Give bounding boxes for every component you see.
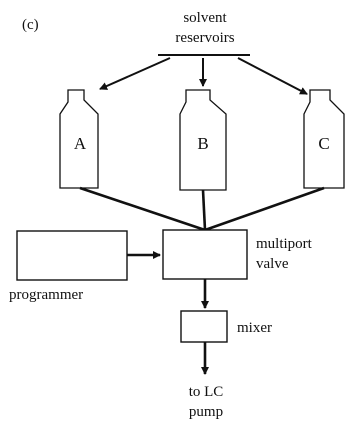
line-bottle-a-to-valve — [79, 186, 206, 232]
bottle-c-shape — [303, 89, 345, 189]
programmer-box — [16, 230, 128, 281]
bottle-a: A — [59, 89, 99, 189]
arrow-to-bottle-c — [237, 57, 308, 95]
line-bottle-b-to-valve — [201, 189, 207, 231]
output-label-line1: to LC — [189, 384, 224, 400]
arrow-to-bottle-a — [99, 57, 171, 90]
mixer-label: mixer — [237, 320, 272, 336]
bottle-a-shape — [59, 89, 99, 189]
multiport-valve-box — [162, 229, 248, 280]
bottle-a-label: A — [74, 134, 87, 153]
mixer-box — [180, 310, 228, 343]
bottle-b-label: B — [197, 134, 208, 153]
output-label-line2: pump — [189, 404, 223, 420]
reservoir-title-line2: reservoirs — [175, 30, 234, 46]
panel-label: (c) — [22, 17, 39, 33]
programmer-label: programmer — [9, 287, 83, 303]
bottle-c: C — [303, 89, 345, 189]
valve-label-line2: valve — [256, 256, 289, 272]
line-bottle-c-to-valve — [204, 186, 325, 232]
bottle-c-label: C — [318, 134, 329, 153]
reservoir-title-line1: solvent — [183, 10, 227, 26]
valve-label-line1: multiport — [256, 236, 313, 252]
bottle-b: B — [179, 89, 227, 191]
bottle-b-shape — [179, 89, 227, 191]
